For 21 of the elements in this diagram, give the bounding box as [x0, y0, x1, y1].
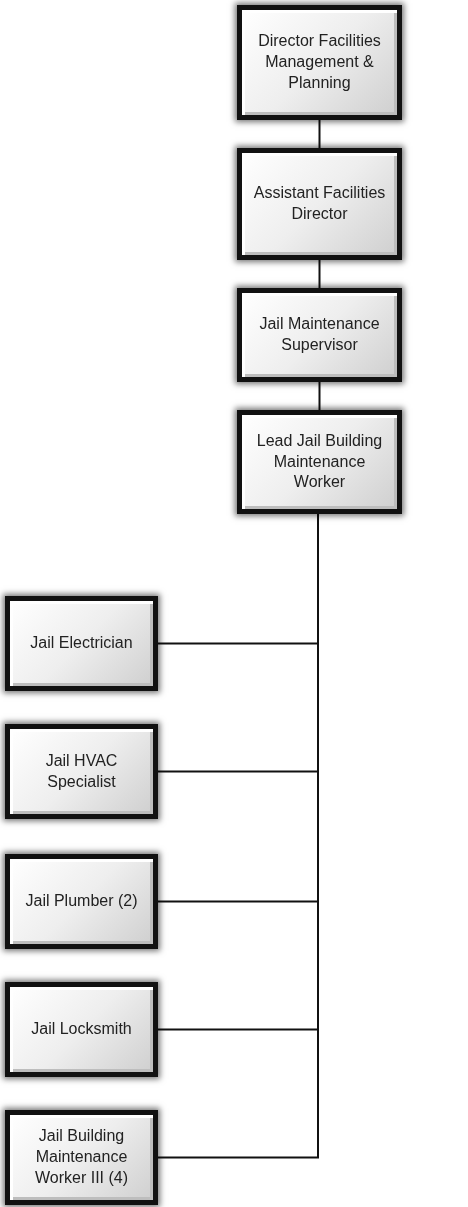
connector-line: [318, 259, 321, 289]
position-box: [237, 148, 402, 260]
connector-line: [318, 119, 321, 149]
connector-line: [318, 381, 321, 411]
position-title: Jail Electrician: [30, 633, 133, 654]
position-box: [5, 854, 158, 949]
position-title: Jail Plumber (2): [25, 891, 138, 912]
position-title: Director Facilities Management & Planning: [257, 31, 382, 93]
position-box: [5, 982, 158, 1077]
position-box: [5, 724, 158, 819]
position-box: [5, 1110, 158, 1205]
position-title: Lead Jail Building Maintenance Worker: [255, 430, 384, 493]
position-box: [237, 410, 402, 514]
position-title: Jail HVAC Specialist: [44, 750, 119, 792]
position-box: [237, 288, 402, 382]
position-box: [237, 5, 402, 120]
position-title: Jail Building Maintenance Worker III (4): [33, 1126, 129, 1188]
position-title: Jail Maintenance Supervisor: [258, 314, 381, 355]
position-title: Assistant Facilities Director: [252, 183, 387, 224]
position-title: Jail Locksmith: [31, 1019, 132, 1040]
position-box: [5, 596, 158, 691]
